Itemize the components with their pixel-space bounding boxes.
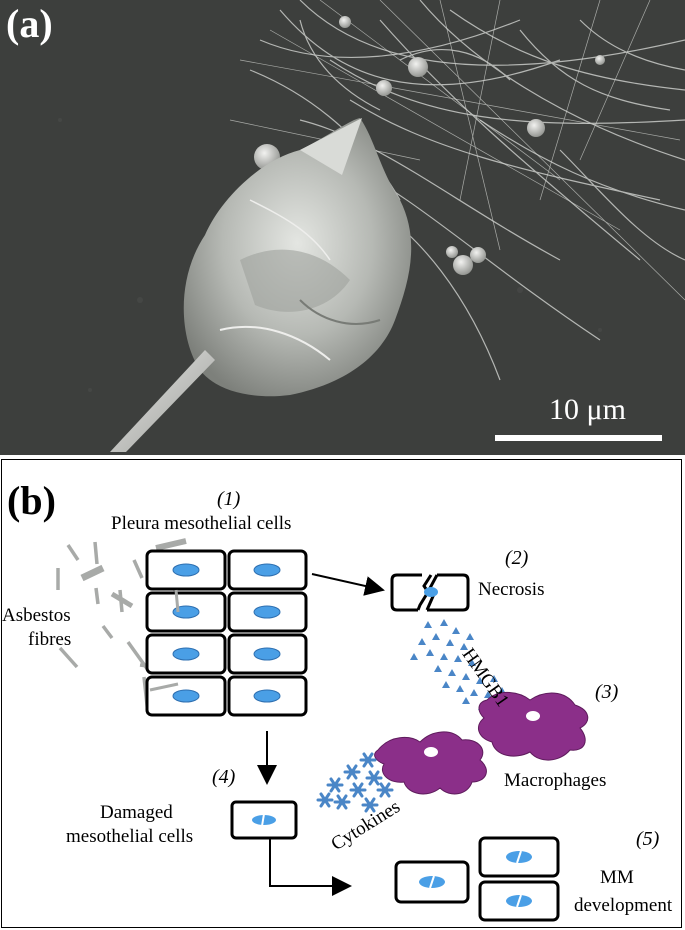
necrotic-nucleus bbox=[424, 587, 438, 597]
macrophage bbox=[477, 692, 589, 761]
cytokines bbox=[316, 752, 394, 813]
pleura-cell-nuclei bbox=[172, 563, 281, 703]
schematic-diagram bbox=[56, 538, 589, 922]
mm-label-line1: MM bbox=[600, 867, 634, 888]
arrow-to-necrosis bbox=[311, 573, 385, 596]
step-5-label: (5) bbox=[636, 828, 660, 850]
scale-bar-label: 10 μm bbox=[549, 393, 626, 426]
background-texture bbox=[58, 118, 602, 392]
schematic-frame bbox=[1, 459, 682, 928]
hmgb1-molecules bbox=[410, 619, 514, 710]
asbestos-label-line1: Asbestos bbox=[2, 605, 71, 626]
pleura-cell-grid bbox=[145, 549, 308, 717]
panel-a-label: (a) bbox=[6, 1, 53, 46]
macrophage bbox=[374, 731, 487, 795]
scale-bar bbox=[495, 435, 662, 441]
damaged-label-line2: mesothelial cells bbox=[66, 826, 194, 847]
sem-micrograph-panel: (a) 10 μm bbox=[0, 0, 685, 455]
step-4-label: (4) bbox=[212, 766, 236, 788]
step-2-label: (2) bbox=[505, 547, 529, 569]
fibres-on-cells bbox=[149, 589, 180, 692]
fibre-network bbox=[249, 0, 685, 381]
panel-b-label: (b) bbox=[7, 478, 56, 523]
sem-micrograph-image bbox=[58, 0, 685, 452]
mm-cells bbox=[394, 836, 560, 922]
step-1-label: (1) bbox=[217, 488, 241, 510]
asbestos-rod bbox=[110, 350, 215, 452]
pleura-cells-label: Pleura mesothelial cells bbox=[111, 513, 292, 534]
mm-label-line2: development bbox=[574, 895, 673, 916]
cell-body bbox=[183, 118, 412, 397]
damaged-label-line1: Damaged bbox=[100, 802, 173, 823]
macrophages-label: Macrophages bbox=[504, 770, 607, 791]
necrosis-label: Necrosis bbox=[478, 579, 545, 600]
step-3-label: (3) bbox=[595, 681, 619, 703]
fibre-network-fine bbox=[229, 0, 685, 301]
macrophages bbox=[374, 692, 589, 795]
arrow-to-mm bbox=[269, 838, 352, 896]
asbestos-label-line2: fibres bbox=[28, 629, 72, 650]
schematic-panel bbox=[0, 459, 685, 930]
